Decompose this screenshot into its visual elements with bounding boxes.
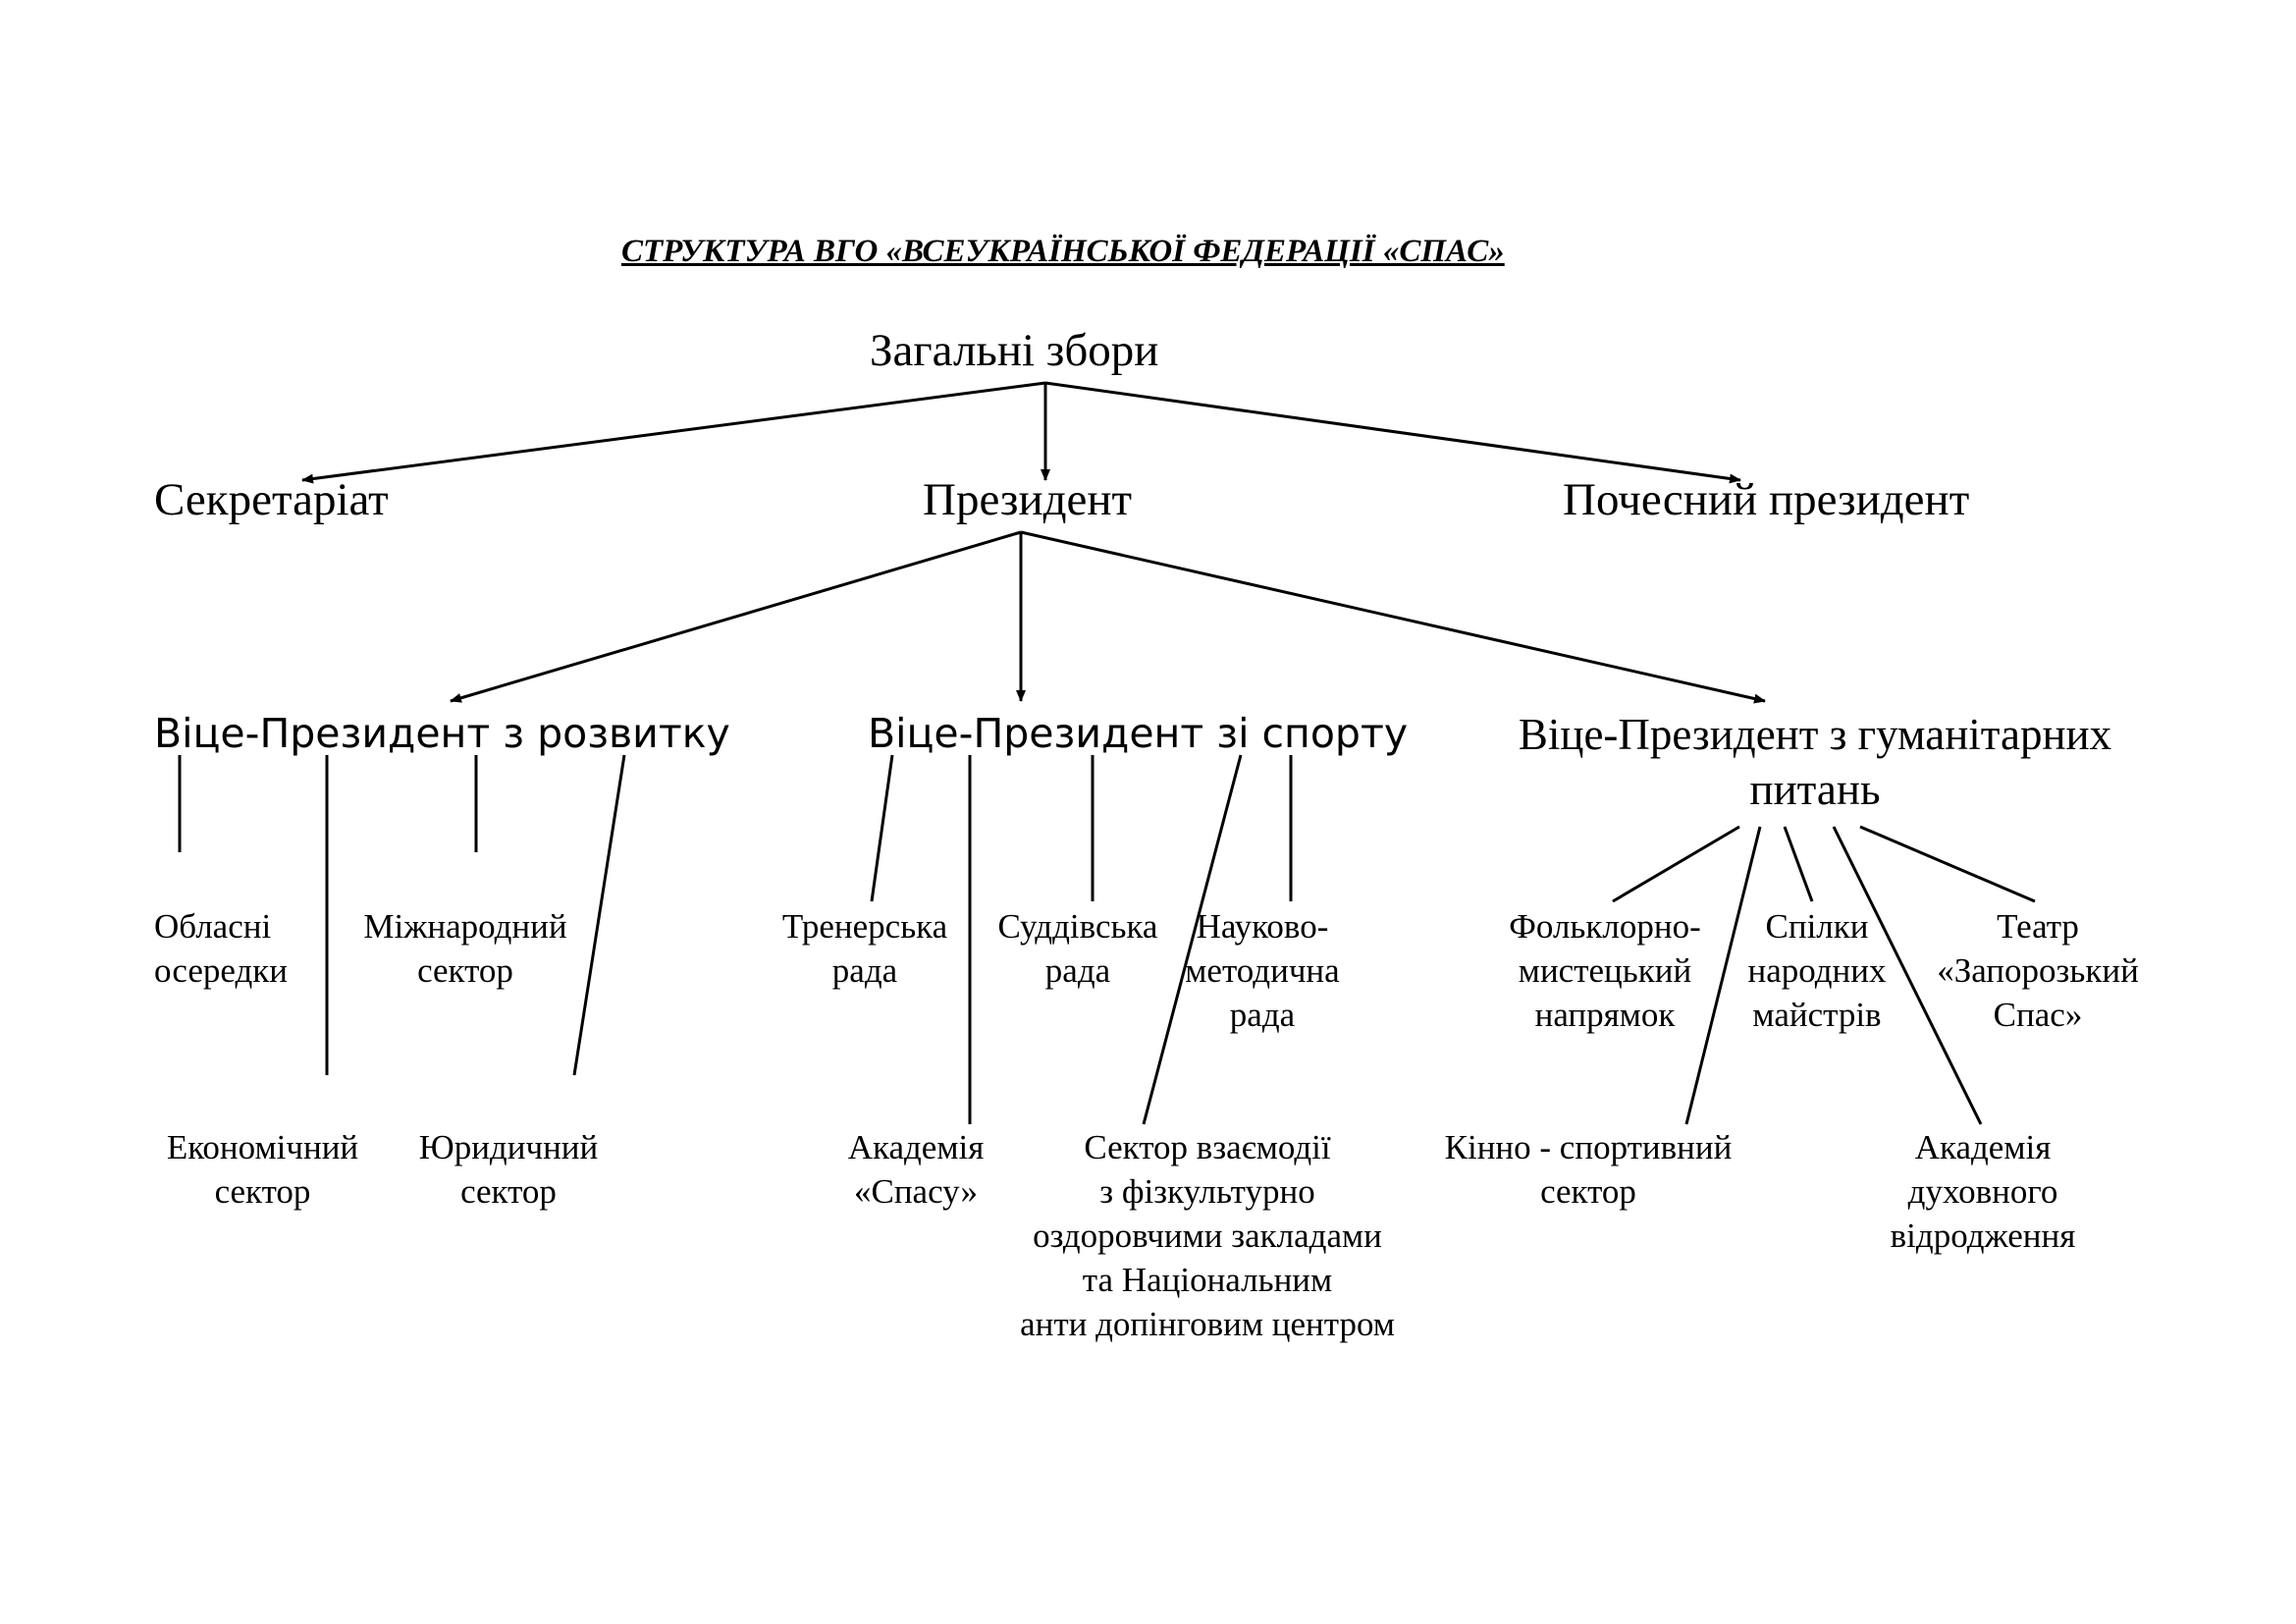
node-craftsmen-unions-line-3: майстрів [1752,996,1882,1034]
node-legal-sector-line-2: сектор [460,1172,557,1211]
chart-title: СТРУКТУРА ВГО «ВСЕУКРАЇНСЬКОЇ ФЕДЕРАЦІЇ … [621,234,1505,269]
node-spiritual-academy: Академія духовного відродження [1865,1125,2101,1258]
node-regional-offices: Обласні осередки [154,904,288,993]
node-legal-sector: Юридичний сектор [405,1125,612,1214]
node-legal-sector-line-1: Юридичний [418,1128,599,1166]
node-equestrian-sector-line-1: Кінно - спортивний [1444,1128,1733,1166]
node-academy-spas-line-2: «Спасу» [853,1172,979,1211]
node-economic-sector-line-2: сектор [214,1172,311,1211]
node-interaction-sector: Сектор взаємодії з фізкультурно оздоровч… [991,1125,1423,1346]
node-coaching-council-line-1: Тренерська [781,907,948,946]
node-theatre-line-3: Спас» [1993,996,2083,1034]
node-vp-humanitarian-line-2: питань [1749,765,1881,814]
node-international-sector-line-2: сектор [417,951,513,990]
node-international-sector-line-1: Міжнародний [363,907,567,946]
node-scientific-council-line-1: Науково- [1196,907,1329,946]
node-academy-spas-line-1: Академія [847,1128,985,1166]
line-equestrian-sector [1684,826,1762,1125]
node-theatre: Театр «Запорозький Спас» [1920,904,2156,1037]
node-craftsmen-unions: Спілки народних майстрів [1743,904,1891,1037]
line-theatre [1859,825,2036,903]
node-equestrian-sector-line-2: сектор [1540,1172,1636,1211]
node-economic-sector-line-1: Економічний [166,1128,359,1166]
node-interaction-sector-line-1: Сектор взаємодії [1084,1128,1331,1166]
node-vp-sport: Віце-Президент зі спорту [868,710,1409,757]
arrow-assembly-honorary [1044,381,1741,484]
node-interaction-sector-line-4: та Національним [1082,1261,1333,1299]
node-interaction-sector-line-5: анти допінговим центром [1020,1305,1395,1343]
node-coaching-council: Тренерська рада [772,904,958,993]
line-legal-sector [572,754,626,1076]
node-vp-humanitarian: Віце-Президент з гуманітарних питань [1486,707,2144,817]
node-folk-art-line-2: мистецький [1518,951,1692,990]
node-regional-offices-line-2: осередки [154,951,288,990]
node-folk-art: Фольклорно- мистецький напрямок [1492,904,1718,1037]
node-secretariat: Секретаріат [154,474,389,525]
node-theatre-line-1: Театр [1997,907,2079,946]
node-academy-spas: Академія «Спасу» [837,1125,994,1214]
line-craftsmen-unions [1783,826,1814,902]
node-coaching-council-line-2: рада [831,951,898,990]
node-craftsmen-unions-line-2: народних [1747,951,1887,990]
arrow-assembly-secretariat [301,381,1046,484]
arrow-president-vp-humanitarian [1020,530,1766,704]
arrow-president-vp-development [450,530,1022,703]
node-vp-development: Віце-Президент з розвитку [154,710,730,757]
node-spiritual-academy-line-1: Академія [1914,1128,2052,1166]
node-judges-council-line-1: Суддівська [997,907,1158,946]
node-craftsmen-unions-line-1: Спілки [1765,907,1869,946]
node-president: Президент [923,474,1133,525]
line-folk-art [1612,825,1740,903]
node-equestrian-sector: Кінно - спортивний сектор [1426,1125,1750,1214]
node-scientific-council-line-3: рада [1229,996,1296,1034]
node-folk-art-line-3: напрямок [1534,996,1676,1034]
node-judges-council-line-2: рада [1044,951,1111,990]
line-coaching-council [870,754,894,902]
node-regional-offices-line-1: Обласні [154,907,272,946]
node-vp-humanitarian-line-1: Віце-Президент з гуманітарних [1518,710,2112,759]
node-scientific-council: Науково- методична рада [1174,904,1351,1037]
node-interaction-sector-line-2: з фізкультурно [1099,1172,1315,1211]
node-theatre-line-2: «Запорозький [1937,951,2139,990]
node-interaction-sector-line-3: оздоровчими закладами [1033,1217,1382,1255]
line-interaction-sector [1142,754,1243,1125]
node-economic-sector: Економічний сектор [152,1125,373,1214]
node-spiritual-academy-line-2: духовного [1907,1172,2058,1211]
node-honorary-president: Почесний президент [1563,474,1970,525]
node-scientific-council-line-2: методична [1185,951,1340,990]
node-spiritual-academy-line-3: відродження [1890,1217,2076,1255]
node-folk-art-line-1: Фольклорно- [1509,907,1701,946]
node-judges-council: Суддівська рада [985,904,1171,993]
line-spiritual-academy [1832,826,1983,1125]
node-international-sector: Міжнародний сектор [349,904,581,993]
node-general-assembly: Загальні збори [870,325,1159,376]
